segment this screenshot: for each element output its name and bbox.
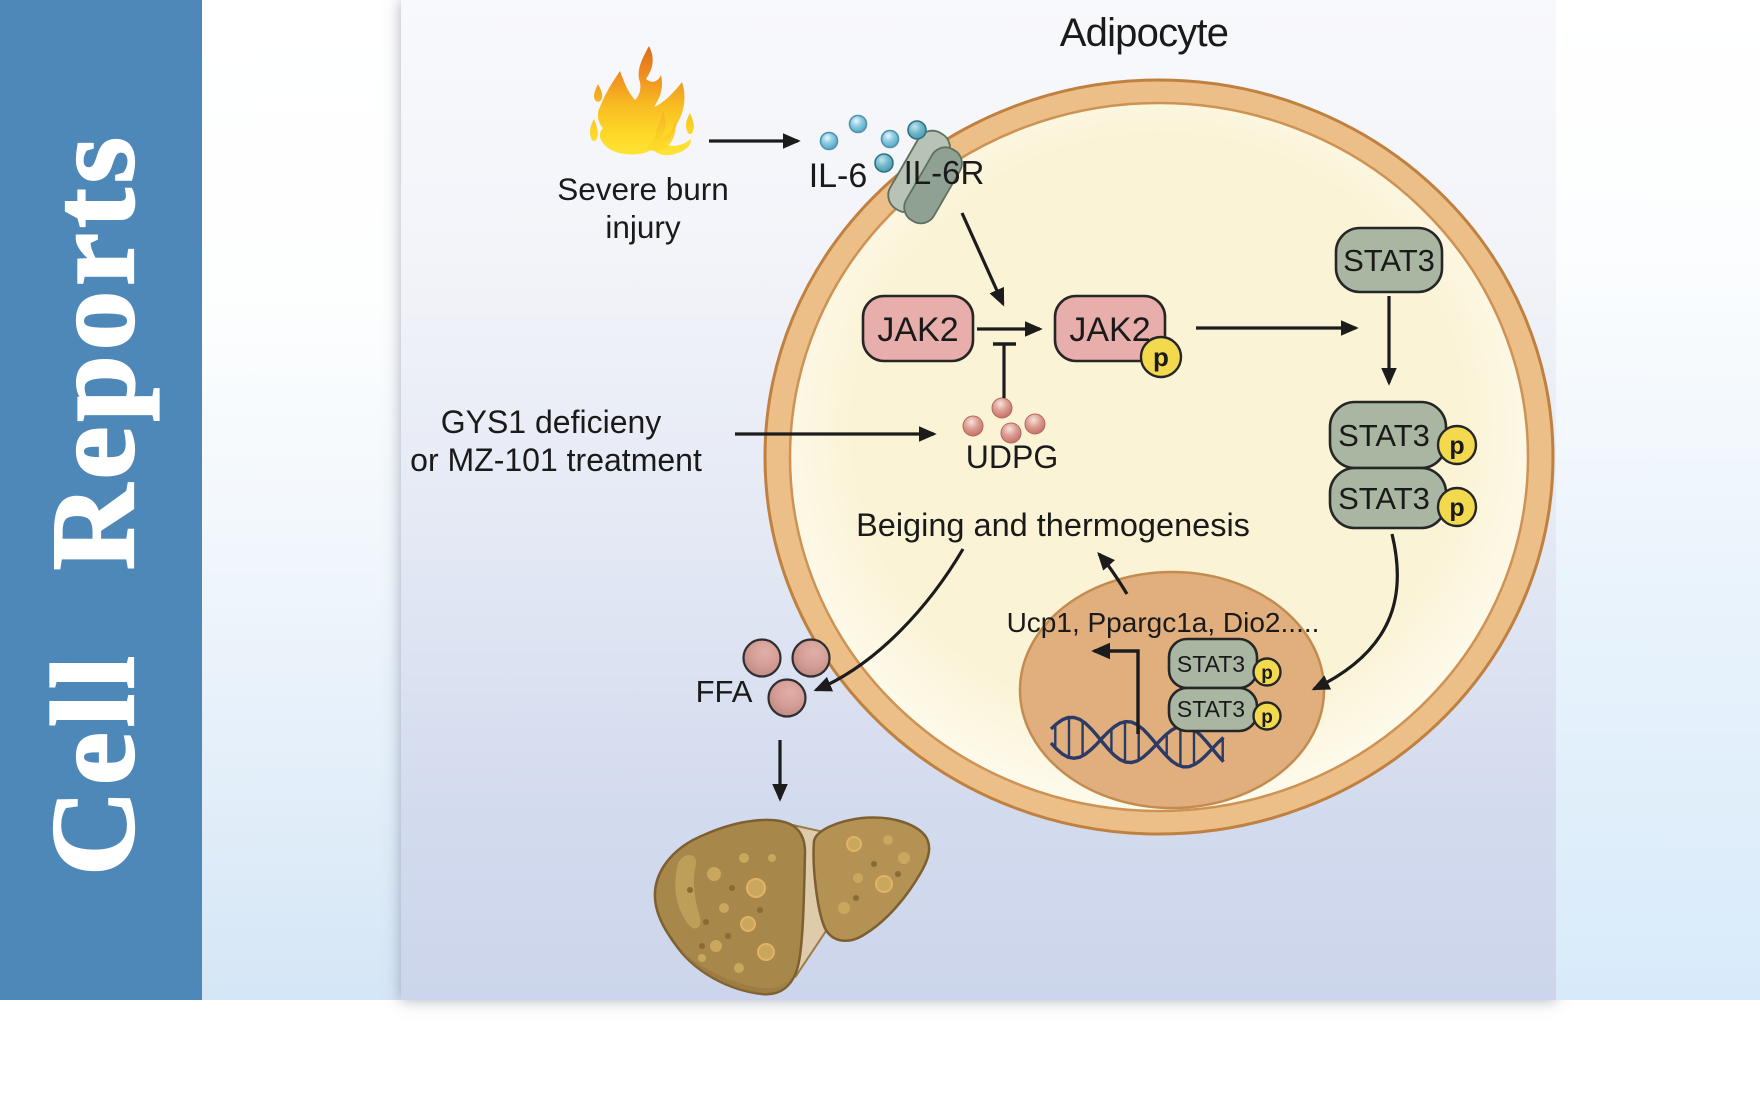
svg-text:Adipocyte: Adipocyte xyxy=(1060,11,1228,55)
svg-text:JAK2: JAK2 xyxy=(1069,311,1150,349)
svg-text:STAT3: STAT3 xyxy=(1343,243,1435,278)
svg-text:IL-6R: IL-6R xyxy=(904,154,985,191)
svg-text:injury: injury xyxy=(605,209,681,245)
svg-text:JAK2: JAK2 xyxy=(877,311,958,349)
svg-text:p: p xyxy=(1153,342,1169,372)
svg-text:GYS1 deficieny: GYS1 deficieny xyxy=(441,404,662,440)
svg-text:STAT3: STAT3 xyxy=(1177,696,1245,722)
svg-text:p: p xyxy=(1449,494,1464,522)
svg-text:p: p xyxy=(1449,432,1464,460)
svg-text:or MZ-101 treatment: or MZ-101 treatment xyxy=(410,442,702,478)
svg-text:Ucp1, Ppargc1a, Dio2.....: Ucp1, Ppargc1a, Dio2..... xyxy=(1007,607,1320,638)
svg-text:STAT3: STAT3 xyxy=(1338,481,1430,516)
svg-text:Beiging and thermogenesis: Beiging and thermogenesis xyxy=(856,507,1250,543)
svg-text:STAT3: STAT3 xyxy=(1177,651,1245,677)
svg-text:Severe burn: Severe burn xyxy=(557,171,729,207)
svg-text:p: p xyxy=(1261,663,1273,684)
svg-text:FFA: FFA xyxy=(696,674,753,709)
svg-text:p: p xyxy=(1261,707,1273,728)
svg-text:UDPG: UDPG xyxy=(966,439,1058,475)
svg-text:STAT3: STAT3 xyxy=(1338,418,1430,453)
svg-text:IL-6: IL-6 xyxy=(809,157,868,195)
